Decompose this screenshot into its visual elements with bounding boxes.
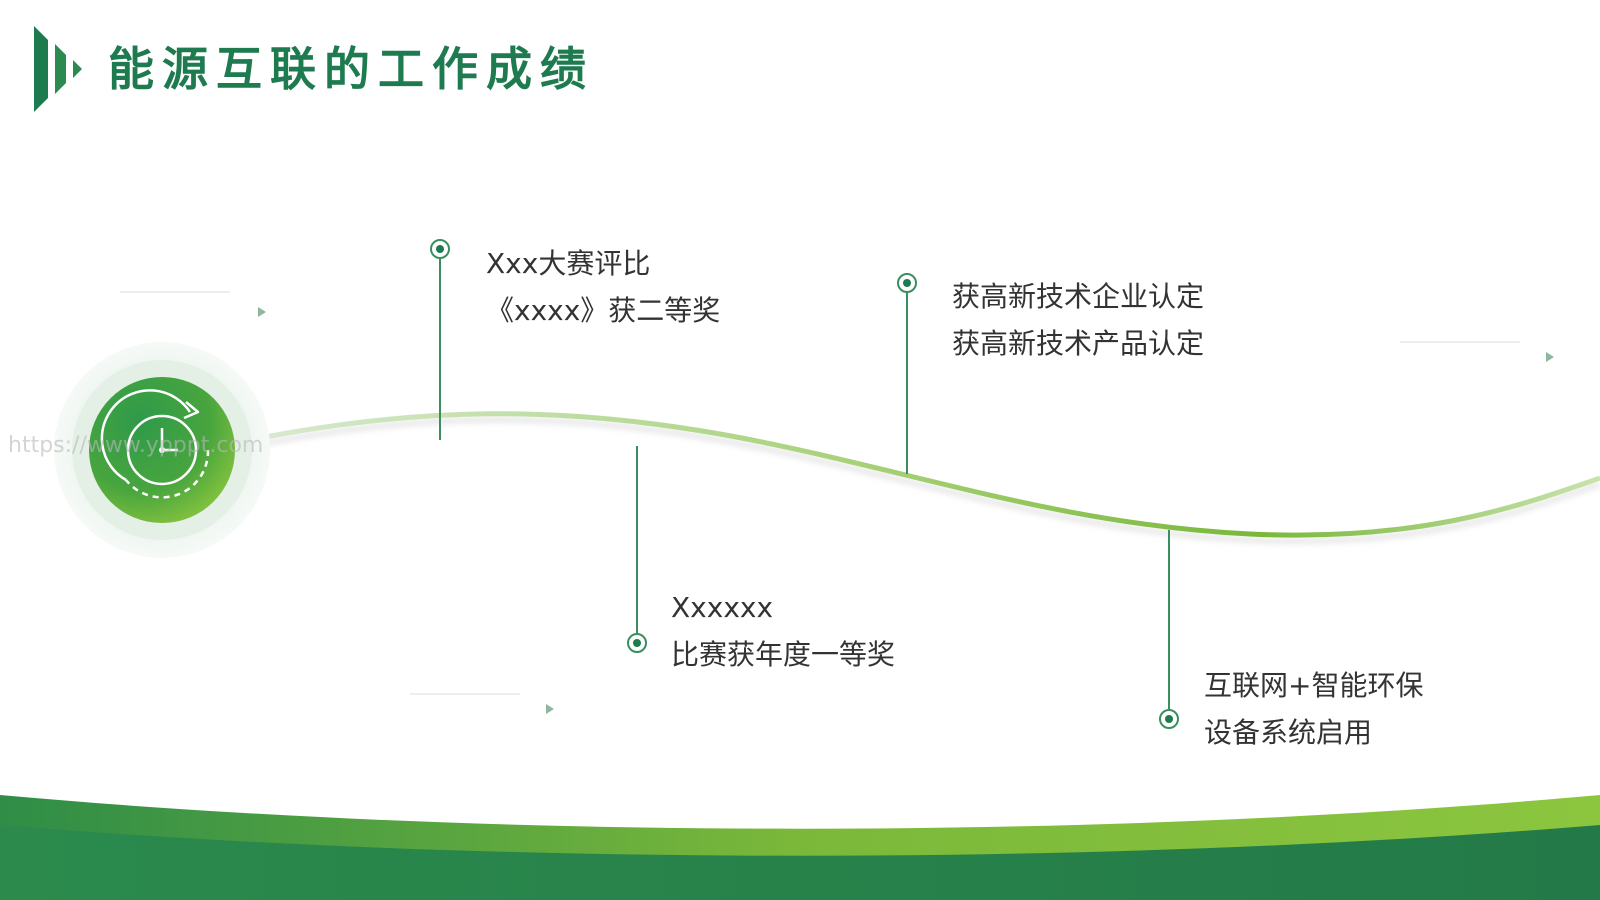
connector-4 xyxy=(1159,530,1179,729)
milestone-4-line1: 互联网+智能环保 xyxy=(1204,669,1424,702)
milestone-1-line1: Xxx大赛评比 xyxy=(486,247,651,280)
milestone-1: Xxx大赛评比 《xxxx》获二等奖 xyxy=(486,240,720,334)
arrow-left-top xyxy=(48,291,266,317)
milestone-3: 获高新技术企业认定 获高新技术产品认定 xyxy=(952,273,1204,367)
arrow-left-bottom xyxy=(330,693,554,714)
timeline-wave xyxy=(249,411,1600,538)
connector-1 xyxy=(430,239,450,440)
milestone-2-line1: Xxxxxx xyxy=(671,591,774,624)
arrow-right xyxy=(1330,341,1554,362)
watermark-text: https://www.ypppt.com xyxy=(8,433,264,458)
timeline-wave-shadow xyxy=(249,416,1600,545)
connector-3 xyxy=(897,273,917,474)
milestone-4: 互联网+智能环保 设备系统启用 xyxy=(1204,662,1423,756)
milestone-2-line2: 比赛获年度一等奖 xyxy=(671,638,896,671)
triple-bar-play-logo-icon xyxy=(34,26,82,112)
milestone-4-line2: 设备系统启用 xyxy=(1204,716,1373,749)
connector-2 xyxy=(627,446,647,653)
page-title: 能源互联的工作成绩 xyxy=(108,42,594,96)
milestone-3-line2: 获高新技术产品认定 xyxy=(952,327,1205,360)
milestone-1-line2: 《xxxx》获二等奖 xyxy=(486,294,721,327)
bottom-band-dark xyxy=(0,825,1600,900)
milestone-3-line1: 获高新技术企业认定 xyxy=(952,280,1205,313)
milestone-2: Xxxxxx 比赛获年度一等奖 xyxy=(671,584,895,678)
clock-refresh-icon xyxy=(54,342,270,558)
